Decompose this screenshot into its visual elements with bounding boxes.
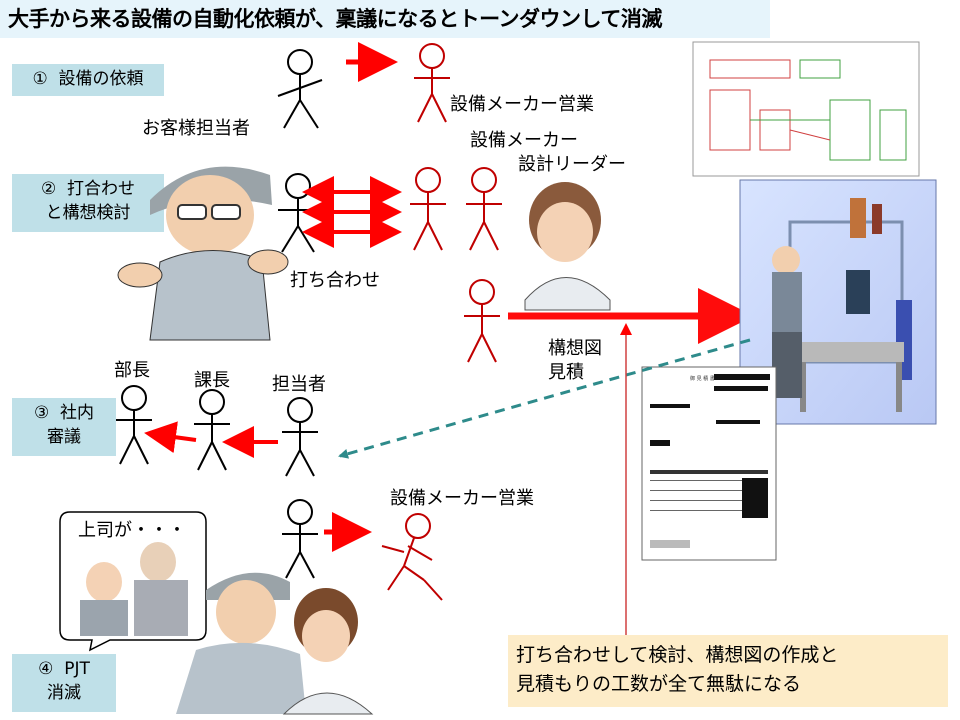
step-4-text: PJT [64, 659, 90, 679]
customer-figure-meeting [278, 173, 318, 253]
step-4-text2: 消滅 [47, 683, 81, 703]
maker-figure-2 [466, 167, 502, 251]
tanto-figure [282, 397, 318, 477]
step-2-num: ② [40, 179, 57, 199]
bucho-figure [116, 385, 152, 465]
kacho-figure [194, 389, 230, 471]
tanto-figure-4 [282, 499, 318, 579]
maker-sales-label-2: 設備メーカー営業 [390, 488, 534, 509]
schematic-image [692, 41, 920, 177]
estimate-label: 見積 [548, 362, 584, 383]
step-4-label: ④ PJT 消滅 [12, 654, 116, 712]
step-2-label: ② 打合わせ と構想検討 [12, 174, 164, 232]
step-3-text2: 審議 [47, 427, 81, 447]
speech-bubble [59, 511, 207, 652]
waste-note: 打ち合わせして検討、構想図の作成と 見積もりの工数が全て無駄になる [508, 635, 948, 707]
fleeing-sales-figure [381, 513, 443, 601]
step-2-text2: と構想検討 [45, 203, 131, 223]
approval-arrow-1 [144, 421, 197, 454]
boss-label: 上司が・・・ [78, 520, 186, 541]
sad-workers-illustration [176, 572, 374, 715]
step-1-text: 設備の依頼 [58, 69, 144, 89]
bucho-label: 部長 [114, 360, 150, 381]
maker-sales-figure [414, 43, 450, 123]
concept-label: 構想図 [548, 338, 602, 359]
step-1-num: ① [32, 69, 48, 89]
worker-illustration [117, 166, 289, 341]
customer-figure [277, 49, 323, 129]
kacho-label: 課長 [194, 370, 230, 391]
page-title: 大手から来る設備の自動化依頼が、稟議になるとトーンダウンして消滅 [0, 0, 770, 38]
step-3-num: ③ [33, 403, 50, 423]
design-leader-illustration [524, 182, 611, 311]
design-leader-figure [464, 279, 500, 363]
review-dashed-arrow [338, 338, 751, 459]
maker-label: 設備メーカー [470, 130, 578, 151]
step-4-num: ④ [38, 659, 54, 679]
step-2-text: 打合わせ [67, 179, 136, 199]
step-3-label: ③ 社内 審議 [12, 398, 116, 456]
estimate-doc-title: 御 見 積 書 [690, 375, 715, 382]
design-leader-label: 設計リーダー [518, 154, 626, 175]
step-3-text: 社内 [60, 403, 95, 423]
waste-note-line1: 打ち合わせして検討、構想図の作成と [516, 644, 839, 666]
step-1-label: ① 設備の依頼 [12, 64, 164, 96]
meeting-label: 打ち合わせ [290, 270, 380, 291]
customer-label: お客様担当者 [142, 118, 250, 139]
tanto-label: 担当者 [272, 374, 326, 395]
maker-figure-1 [410, 167, 446, 251]
estimate-document [641, 366, 777, 561]
waste-note-line2: 見積もりの工数が全て無駄になる [516, 673, 802, 695]
maker-sales-label: 設備メーカー営業 [450, 94, 594, 115]
